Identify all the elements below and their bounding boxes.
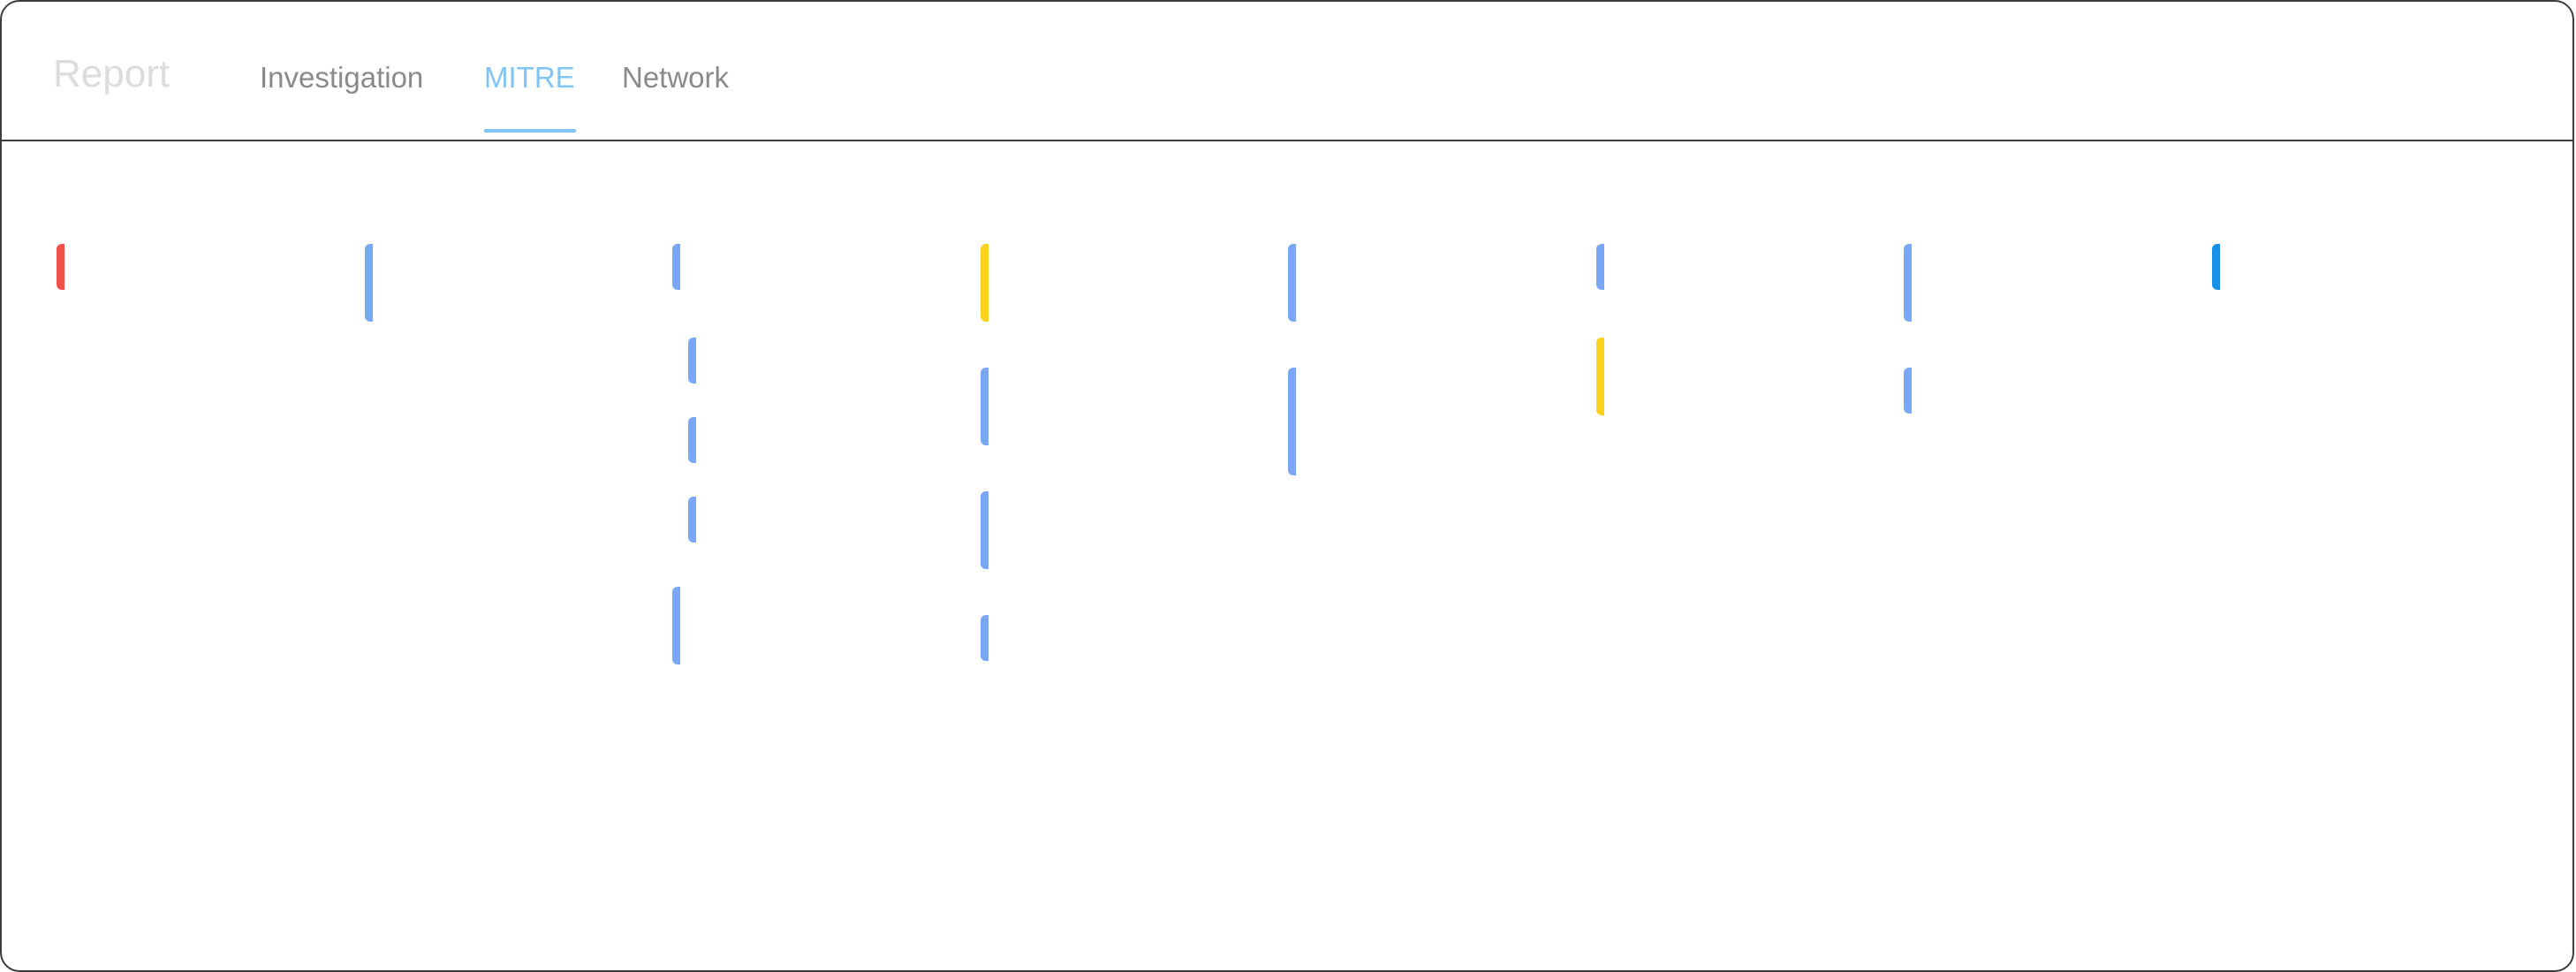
technique-bar[interactable] — [2212, 244, 2220, 290]
active-tab-indicator — [484, 129, 576, 133]
technique-bar[interactable] — [365, 244, 373, 322]
technique-bar[interactable] — [688, 417, 696, 463]
technique-bar[interactable] — [57, 244, 64, 290]
technique-bar[interactable] — [981, 491, 989, 569]
technique-bar[interactable] — [1596, 338, 1604, 415]
technique-bar[interactable] — [1288, 244, 1296, 322]
tab-investigation[interactable]: Investigation — [260, 61, 424, 94]
technique-bar[interactable] — [688, 497, 696, 543]
technique-bar[interactable] — [981, 368, 989, 445]
technique-bar[interactable] — [672, 244, 680, 290]
technique-bar[interactable] — [981, 244, 989, 322]
technique-bar[interactable] — [1904, 244, 1912, 322]
report-header: Report Investigation MITRE Network — [2, 2, 2572, 141]
technique-bar[interactable] — [1904, 368, 1912, 414]
technique-bar[interactable] — [688, 338, 696, 383]
tab-mitre[interactable]: MITRE — [484, 61, 575, 94]
tab-network[interactable]: Network — [622, 61, 730, 94]
technique-bar[interactable] — [1288, 368, 1296, 475]
technique-bar[interactable] — [672, 587, 680, 664]
technique-bar[interactable] — [981, 615, 989, 661]
page-title: Report — [53, 52, 170, 95]
technique-bar[interactable] — [1596, 244, 1604, 290]
mitre-matrix — [2, 141, 2572, 970]
